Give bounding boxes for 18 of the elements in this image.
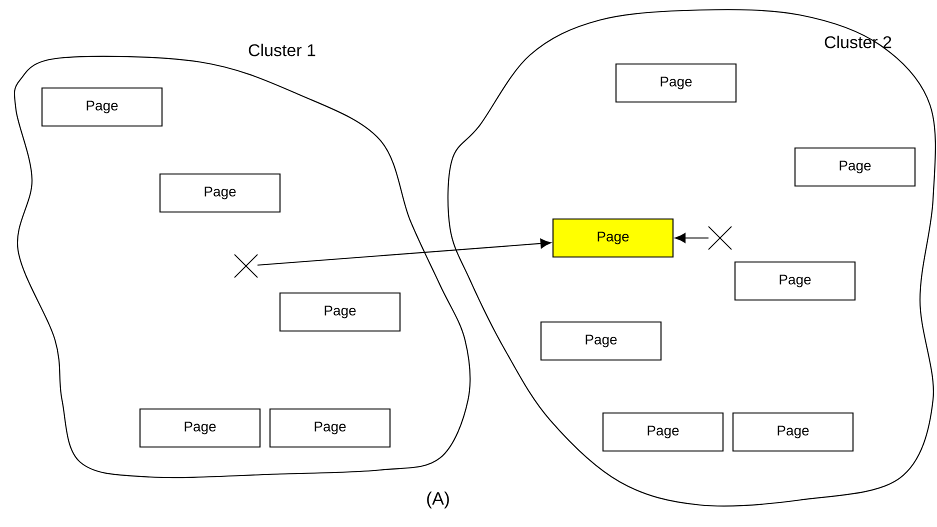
page-box: Page: [159, 173, 281, 213]
page-box: Page: [279, 292, 401, 332]
page-box: Page: [602, 412, 724, 452]
page-box: Page: [734, 261, 856, 301]
page-box: Page: [615, 63, 737, 103]
page-box: Page: [552, 218, 674, 258]
figure-label: (A): [427, 492, 449, 508]
cross-mark: [708, 226, 732, 250]
page-box: Page: [269, 408, 391, 448]
node-label: Cluster 1: [248, 44, 316, 56]
page-box: Page: [139, 408, 261, 448]
page-box: Page: [732, 412, 854, 452]
arrow: [674, 233, 708, 243]
page-box: Page: [41, 87, 163, 127]
page-box: Page: [540, 321, 662, 361]
page-box: Page: [794, 147, 916, 187]
cross-mark: [234, 254, 258, 278]
arrow: [257, 238, 552, 266]
